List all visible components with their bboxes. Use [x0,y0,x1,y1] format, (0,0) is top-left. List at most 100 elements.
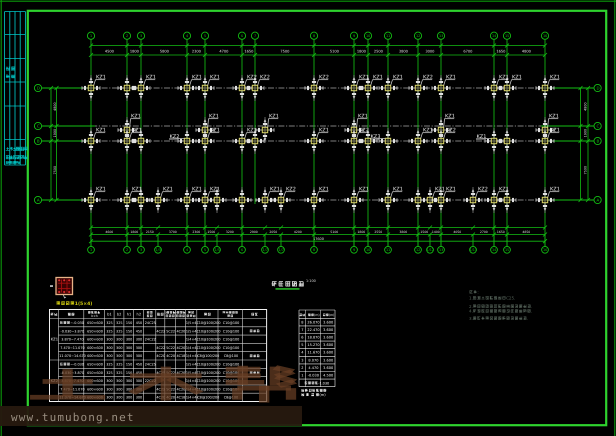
svg-text:6: 6 [241,34,243,38]
svg-text:1/7: 1/7 [278,248,283,252]
svg-text:13: 13 [439,248,443,252]
plan-column: KZ2 [408,75,433,101]
svg-text:KZ1: KZ1 [499,187,509,193]
svg-text:b×h: b×h [91,314,98,318]
plan-column: KZ2 [168,128,197,154]
svg-text:b: b [165,311,167,315]
svg-text:7: 7 [301,328,303,332]
svg-text:-0.030: -0.030 [308,374,319,378]
svg-text:15.270: 15.270 [307,343,319,347]
svg-text:1/12: 1/12 [426,248,434,252]
svg-text:150: 150 [126,362,132,366]
svg-text:D: D [37,86,40,91]
svg-text:7500: 7500 [53,166,57,174]
svg-text:650×600: 650×600 [87,362,103,366]
svg-text:C8@100/200: C8@100/200 [197,354,219,358]
plan-column: KZ1 [304,187,329,213]
svg-text:3.600: 3.600 [323,343,333,347]
svg-text:1900: 1900 [583,129,587,137]
svg-text:1/5: 1/5 [214,248,219,252]
svg-text:b2: b2 [117,313,122,317]
svg-text:-0.030~3.870: -0.030~3.870 [61,329,84,333]
svg-text:3800: 3800 [399,230,407,234]
svg-text:1(4×4): 1(4×4) [186,396,199,400]
plan-column [131,128,151,154]
svg-text:h: h [175,311,177,315]
svg-text:KZ1: KZ1 [270,187,280,193]
svg-text:3.600: 3.600 [323,366,333,370]
svg-text:3800: 3800 [399,50,409,54]
svg-text:325: 325 [116,321,122,325]
plan-column: KZ2 [245,75,270,101]
svg-text:b1: b1 [107,313,112,317]
plan-column: KZ1 [535,187,560,213]
svg-text:C8@100/200: C8@100/200 [197,396,219,400]
svg-text:A: A [37,198,40,203]
svg-text:1(5×4): 1(5×4) [75,301,93,307]
svg-text:600×600: 600×600 [87,387,103,391]
svg-text:6: 6 [241,248,243,252]
plan-column: KZ1 [378,187,403,213]
svg-text:KZ2: KZ2 [478,187,488,193]
svg-text:3.870~7.470: 3.870~7.470 [61,338,83,342]
svg-text:1/3: 1/3 [155,248,160,252]
plan-column: KZ1 [358,75,383,101]
svg-text:C10@100: C10@100 [223,346,240,350]
svg-text:KZ1: KZ1 [96,75,106,81]
svg-text:4C20: 4C20 [156,354,165,358]
svg-text:300: 300 [106,379,112,383]
svg-text:300: 300 [136,338,142,342]
plan-column [358,128,378,154]
svg-text:KZ1: KZ1 [163,187,173,193]
svg-text:C25.: C25. [506,296,515,301]
svg-text:C10@100/200: C10@100/200 [196,362,220,366]
svg-text:1900: 1900 [53,129,57,137]
svg-text:KZ1: KZ1 [132,187,142,193]
svg-text:3.: 3. [469,316,473,321]
svg-text:1650: 1650 [244,50,254,54]
svg-text:150: 150 [126,371,132,375]
svg-text:KZ3: KZ3 [371,134,381,140]
svg-text:~-0.030: ~-0.030 [70,362,84,366]
svg-text:11.070~14.670: 11.070~14.670 [59,354,86,358]
svg-text:13: 13 [439,34,443,38]
svg-text:1650: 1650 [496,50,506,54]
svg-text:2300: 2300 [192,50,202,54]
svg-text:1.: 1. [469,296,473,301]
svg-text:9: 9 [353,34,355,38]
vertical-dim-text: 7500 [583,166,587,174]
svg-text:KZ1: KZ1 [210,187,220,193]
svg-text:2: 2 [126,248,128,252]
svg-text:2050: 2050 [269,230,277,234]
svg-text:6700: 6700 [463,50,473,54]
svg-text:3.600: 3.600 [323,336,333,340]
svg-text:C10@100: C10@100 [223,362,240,366]
svg-text:8.070: 8.070 [308,358,318,362]
svg-text:300: 300 [106,354,112,358]
svg-text:(m): (m) [319,393,326,397]
svg-text:14: 14 [492,248,496,252]
svg-text:10: 10 [366,248,370,252]
svg-text:300: 300 [106,396,112,400]
plan-column: KZ1 [177,75,202,101]
svg-text:~-0.030: ~-0.030 [70,321,84,325]
svg-text:2.: 2. [469,304,473,309]
svg-text:KZ1: KZ1 [96,128,106,134]
svg-text:4C22: 4C22 [156,346,165,350]
svg-text:4200: 4200 [294,230,302,234]
svg-text:300: 300 [126,387,132,391]
plan-column: KZ2 [463,187,488,213]
svg-text:1400: 1400 [432,230,440,234]
svg-text:4C18: 4C18 [176,354,185,358]
svg-text:1: 1 [90,34,92,38]
svg-text:C10@100/200: C10@100/200 [196,346,220,350]
svg-text:4050: 4050 [453,230,461,234]
svg-text:C8@100: C8@100 [224,396,238,400]
svg-text:1500: 1500 [420,230,428,234]
svg-text:450: 450 [136,321,142,325]
plan-column: KZ1 [131,75,156,101]
svg-text:300: 300 [126,396,132,400]
